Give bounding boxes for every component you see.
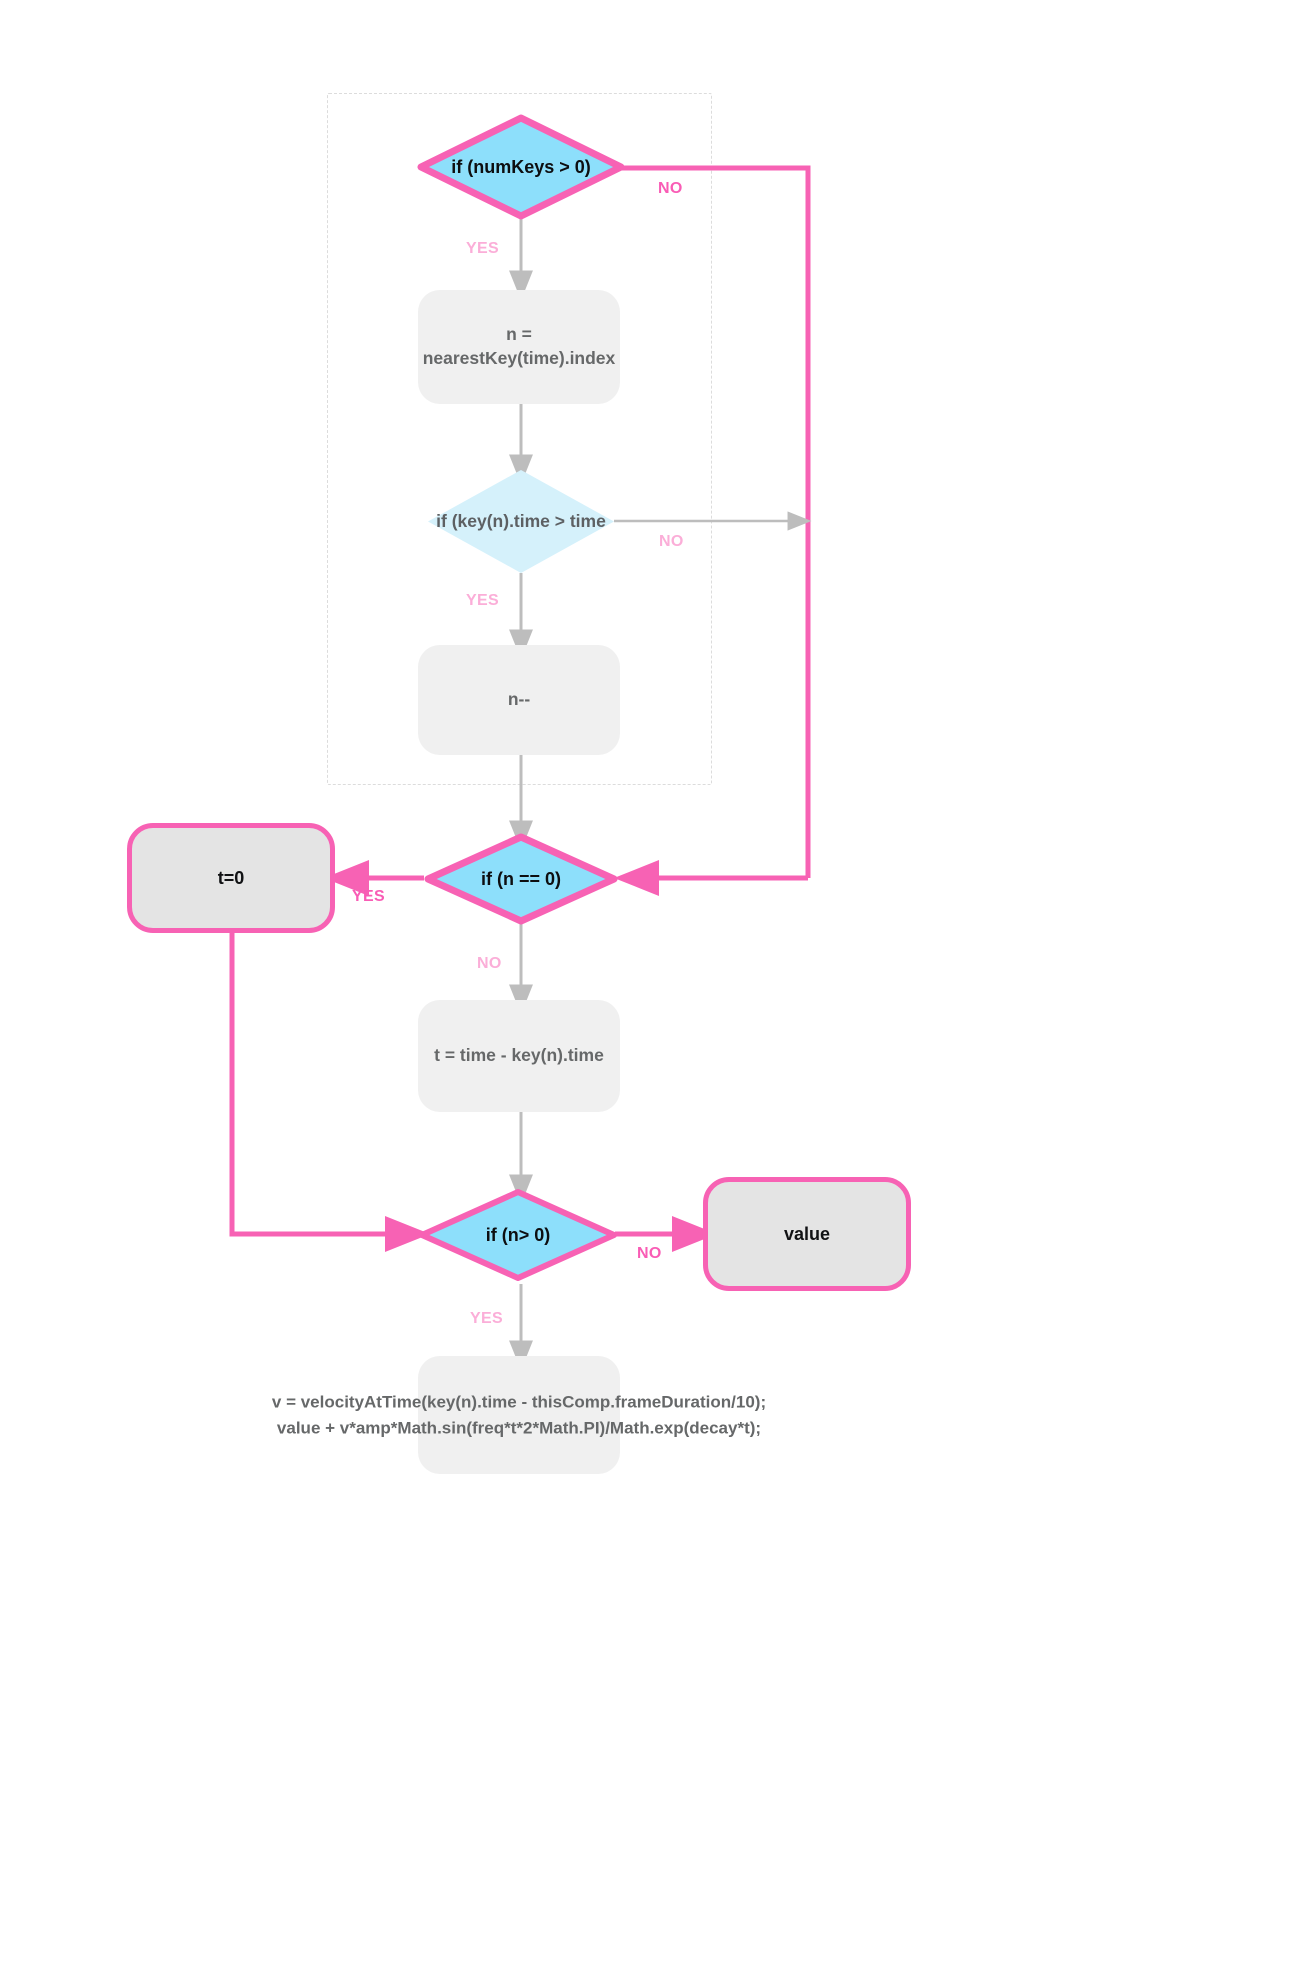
edge-label-no-keytime: NO xyxy=(659,533,684,550)
edge-label-yes-n-equals-zero: YES xyxy=(352,888,385,905)
diamond-shape xyxy=(428,470,614,573)
edge-label-yes-keytime: YES xyxy=(466,592,499,609)
process-velocity-formula[interactable]: v = velocityAtTime(key(n).time - thisCom… xyxy=(272,1356,766,1474)
edge-label-no-numkeys: NO xyxy=(658,180,683,197)
edge-label-yes-n-greater-zero: YES xyxy=(470,1310,503,1327)
edge-label-no-n-greater-zero: NO xyxy=(637,1245,662,1262)
process-label: n-- xyxy=(507,689,531,710)
diamond-shape xyxy=(417,114,625,220)
process-label: t=0 xyxy=(217,867,245,888)
decision-label: if (n> 0) xyxy=(485,1224,551,1245)
process-value[interactable]: value xyxy=(703,1177,911,1291)
process-label: value xyxy=(783,1223,831,1244)
process-label: t = time - key(n).time xyxy=(434,1045,604,1066)
process-nearest-key[interactable]: n = nearestKey(time).index xyxy=(418,290,620,404)
decision-if-numkeys[interactable]: if (numKeys > 0) xyxy=(416,113,626,221)
edge-label-yes-numkeys: YES xyxy=(466,240,499,257)
process-t-calc[interactable]: t = time - key(n).time xyxy=(418,1000,620,1112)
decision-label: if (key(n).time > time xyxy=(436,511,606,531)
process-n-decrement[interactable]: n-- xyxy=(418,645,620,755)
decision-label: if (n == 0) xyxy=(480,868,561,889)
decision-if-n-greater-zero[interactable]: if (n> 0) xyxy=(418,1188,618,1282)
decision-if-n-equals-zero[interactable]: if (n == 0) xyxy=(424,833,618,925)
process-label: n = nearestKey(time).index xyxy=(422,324,616,368)
edge-label-no-n-equals-zero: NO xyxy=(477,955,502,972)
decision-label: if (numKeys > 0) xyxy=(451,156,591,177)
decision-if-keytime[interactable]: if (key(n).time > time xyxy=(428,470,614,573)
process-t-zero[interactable]: t=0 xyxy=(127,823,335,933)
process-label: v = velocityAtTime(key(n).time - thisCom… xyxy=(271,1392,767,1438)
diamond-shape xyxy=(424,833,618,925)
diamond-shape xyxy=(419,1189,617,1281)
